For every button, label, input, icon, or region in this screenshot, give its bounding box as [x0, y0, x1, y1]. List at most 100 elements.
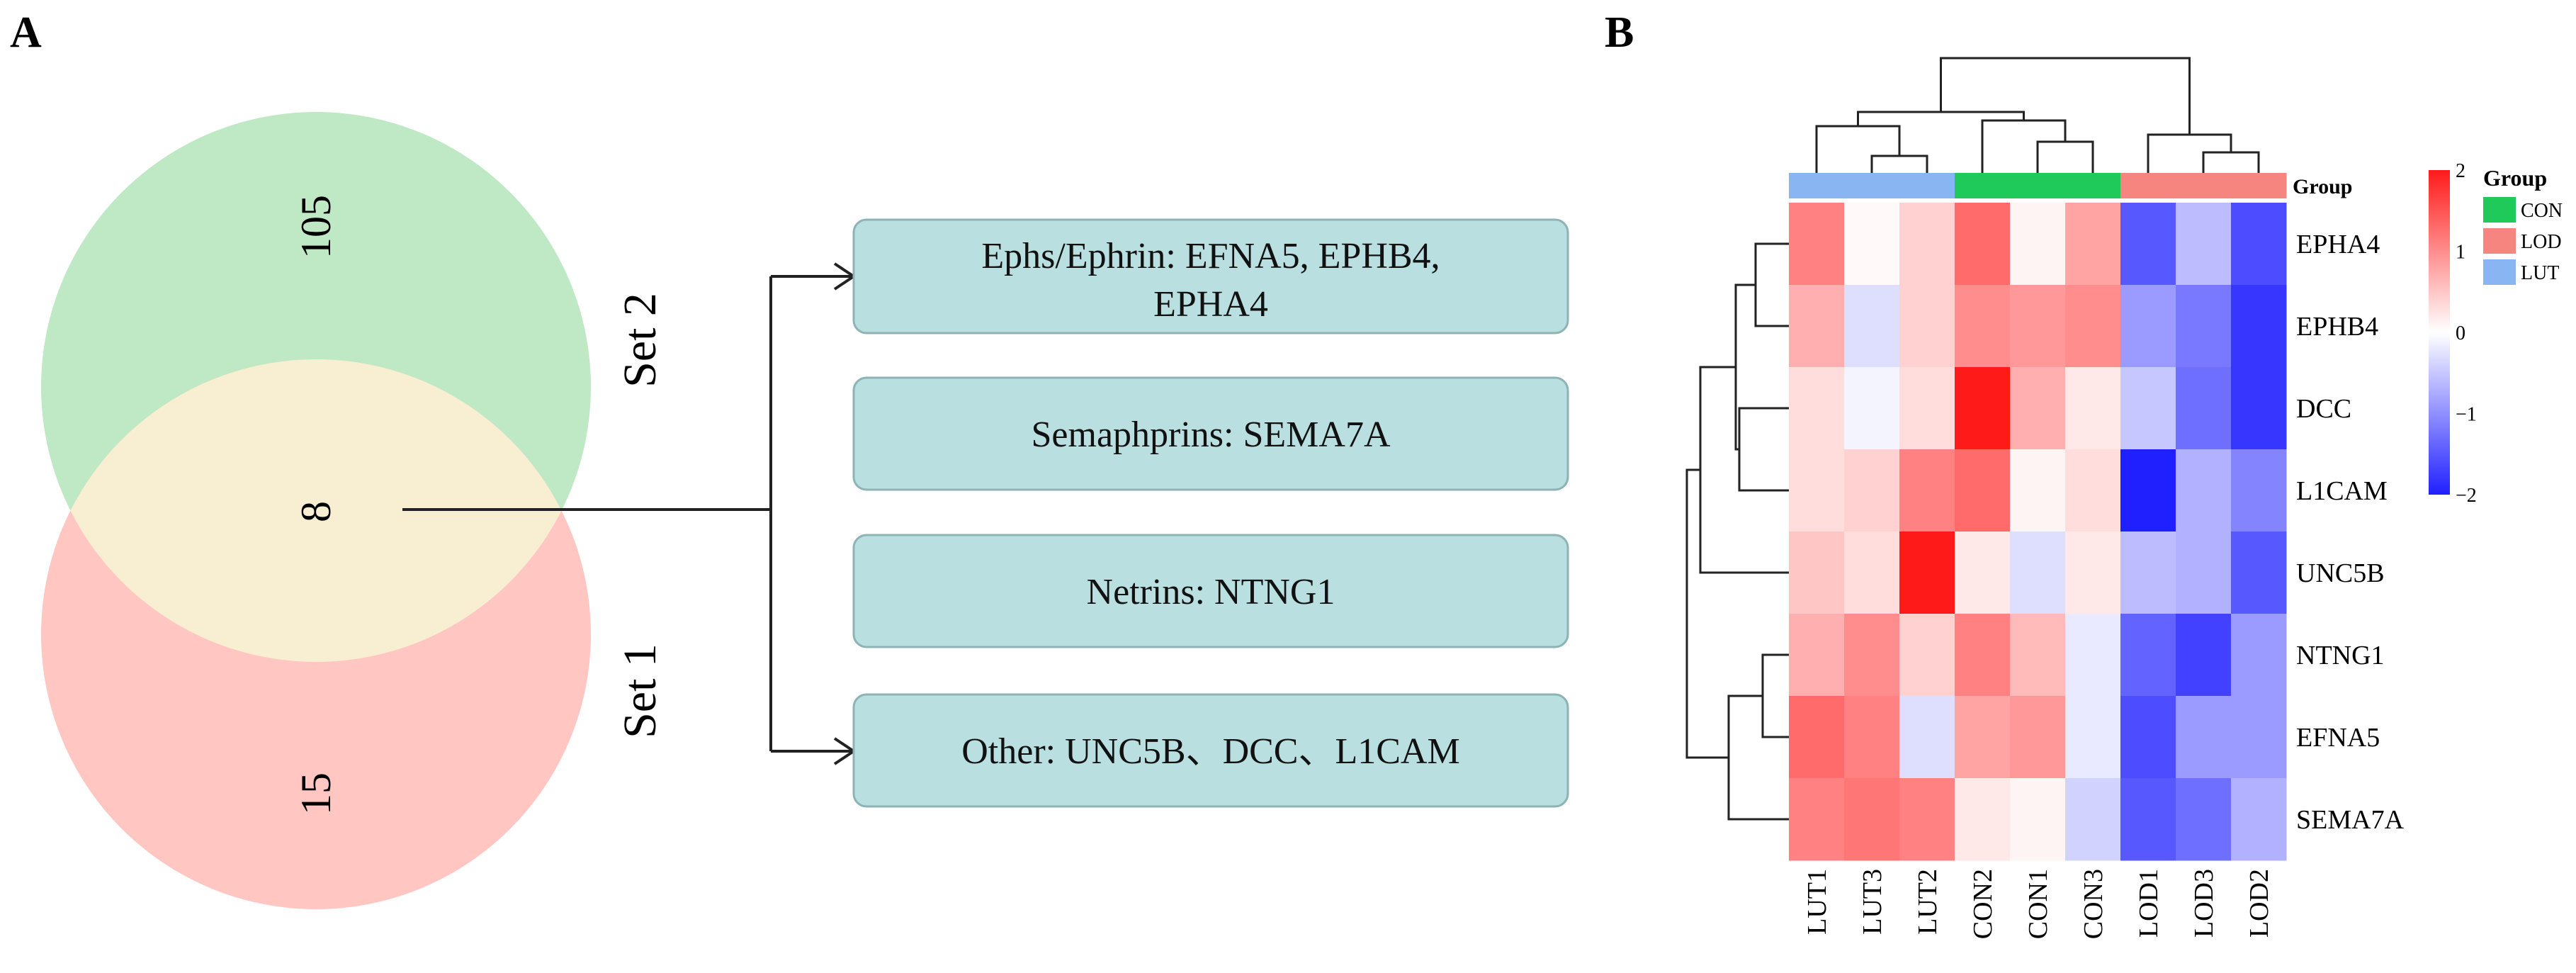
- category-box-semaphorins: Semaphprins: SEMA7A: [852, 376, 1569, 491]
- category-box-semaphorins-bg: [852, 376, 1569, 491]
- group-annotation-cell: [1955, 173, 2011, 198]
- heatmap-cell: [1899, 449, 1955, 532]
- heatmap-column-label: LOD3: [2189, 869, 2219, 938]
- dendrogram-branch: [2036, 140, 2094, 173]
- heatmap-row-label: EPHB4: [2296, 312, 2378, 342]
- heatmap-cell: [1789, 367, 1845, 450]
- heatmap-cell: [2176, 449, 2232, 532]
- heatmap-cell: [1844, 449, 1900, 532]
- dendrogram-branch: [1981, 119, 2067, 173]
- heatmap-cell: [2010, 449, 2066, 532]
- heatmap-cell: [1899, 532, 1955, 614]
- heatmap-column-label: LOD2: [2244, 869, 2274, 938]
- group-legend-label: LOD: [2521, 231, 2562, 253]
- venn-overlap-region: [41, 359, 591, 662]
- heatmap-cell: [1899, 614, 1955, 697]
- heatmap-cell: [1789, 449, 1845, 532]
- heatmap-cell: [1789, 532, 1845, 614]
- group-annotation-cell: [1789, 173, 1845, 198]
- heatmap-cell: [2176, 778, 2232, 861]
- heatmap-row-label: EPHA4: [2296, 230, 2380, 259]
- heatmap-cell: [2065, 367, 2121, 450]
- heatmap-cell: [2120, 778, 2176, 861]
- column-dendrogram: [1815, 57, 2260, 173]
- heatmap-cell: [1955, 614, 2011, 697]
- colorbar-tick-label: 0: [2456, 322, 2465, 344]
- panel-a: A 105 8 15 Set 2 Set 1 Ephs/Ephrin: EFNA…: [10, 9, 1569, 909]
- category-box-other-bg: [852, 693, 1569, 808]
- heatmap-cell: [2065, 449, 2121, 532]
- heatmap-cell: [2231, 778, 2287, 861]
- heatmap-cell: [1844, 778, 1900, 861]
- panel-a-label: A: [10, 9, 42, 57]
- venn-set2-label: Set 2: [614, 293, 666, 388]
- dendrogram-branch: [1699, 366, 1789, 574]
- heatmap-cell: [2176, 696, 2232, 779]
- dendrogram-branch: [2202, 151, 2260, 173]
- heatmap-row-label: EFNA5: [2296, 723, 2380, 753]
- venn-intersection-count: 8: [293, 501, 339, 522]
- panel-b: B Group EPHA4EPHB4DCCL1CAMUNC5BNTNG1EFNA…: [1605, 9, 2563, 939]
- dendrogram-branch: [1727, 694, 1789, 821]
- gene-category-boxes: Ephs/Ephrin: EFNA5, EPHB4, EPHA4 Semaphp…: [852, 218, 1569, 808]
- group-legend-label: CON: [2521, 200, 2563, 222]
- colorbar-gradient: [2429, 170, 2450, 495]
- category-box-netrins-bg: [852, 534, 1569, 648]
- category-box-netrins: Netrins: NTNG1: [852, 534, 1569, 648]
- dendrogram-branch: [1685, 468, 1729, 759]
- heatmap-cell: [2231, 367, 2287, 450]
- heatmap-cell: [2065, 203, 2121, 286]
- heatmap-cell: [2010, 778, 2066, 861]
- group-annotation-cell: [2065, 173, 2121, 198]
- venn-set1-label: Set 1: [614, 643, 666, 738]
- heatmap-column-label: LUT2: [1913, 869, 1943, 935]
- heatmap-cell: [1955, 449, 2011, 532]
- heatmap-cell: [1844, 203, 1900, 286]
- heatmap-cell: [2010, 285, 2066, 368]
- heatmap-row-label: DCC: [2296, 394, 2351, 424]
- heatmap-cell: [2065, 532, 2121, 614]
- group-annotation-bar: [1789, 173, 2287, 198]
- heatmap-cell: [2231, 285, 2287, 368]
- heatmap-cell: [2120, 696, 2176, 779]
- panel-b-label: B: [1605, 9, 1634, 57]
- group-annotation-label: Group: [2293, 175, 2352, 198]
- heatmap-cell: [1844, 696, 1900, 779]
- heatmap-cell: [2065, 696, 2121, 779]
- heatmap-cell: [1899, 696, 1955, 779]
- heatmap-cell: [1789, 778, 1845, 861]
- heatmap-cell: [2120, 449, 2176, 532]
- heatmap-cell: [2231, 696, 2287, 779]
- heatmap-cell: [1955, 778, 2011, 861]
- dendrogram-branch: [1857, 111, 2025, 126]
- heatmap-cell: [2120, 614, 2176, 697]
- group-legend-label: LUT: [2521, 262, 2559, 284]
- group-legend-swatch: [2483, 259, 2516, 285]
- heatmap-column-label: CON3: [2079, 869, 2108, 939]
- heatmap-cell: [2176, 532, 2232, 614]
- heatmap-cells: [1789, 203, 2287, 861]
- group-annotation-cell: [1899, 173, 1955, 198]
- group-annotation-cell: [1844, 173, 1900, 198]
- category-box-other-text: Other: UNC5B、DCC、L1CAM: [961, 731, 1459, 772]
- dendrogram-branch: [1754, 242, 1789, 327]
- venn-set2-only-count: 105: [293, 195, 339, 259]
- heatmap-row-label: SEMA7A: [2296, 805, 2405, 835]
- heatmap-cell: [2065, 778, 2121, 861]
- heatmap-row-label: UNC5B: [2296, 558, 2385, 588]
- heatmap-cell: [1955, 696, 2011, 779]
- heatmap-column-label: LOD1: [2134, 869, 2164, 938]
- heatmap-column-label: LUT3: [1858, 869, 1887, 935]
- dendrogram-branch: [2147, 133, 2232, 173]
- group-legend-swatch: [2483, 228, 2516, 254]
- heatmap-row-label: L1CAM: [2296, 476, 2388, 506]
- heatmap-cell: [2010, 203, 2066, 286]
- group-legend-swatch: [2483, 197, 2516, 223]
- dendrogram-branch: [1940, 57, 2191, 135]
- venn-diagram: 105 8 15 Set 2 Set 1: [41, 112, 666, 909]
- group-annotation-cell: [2010, 173, 2066, 198]
